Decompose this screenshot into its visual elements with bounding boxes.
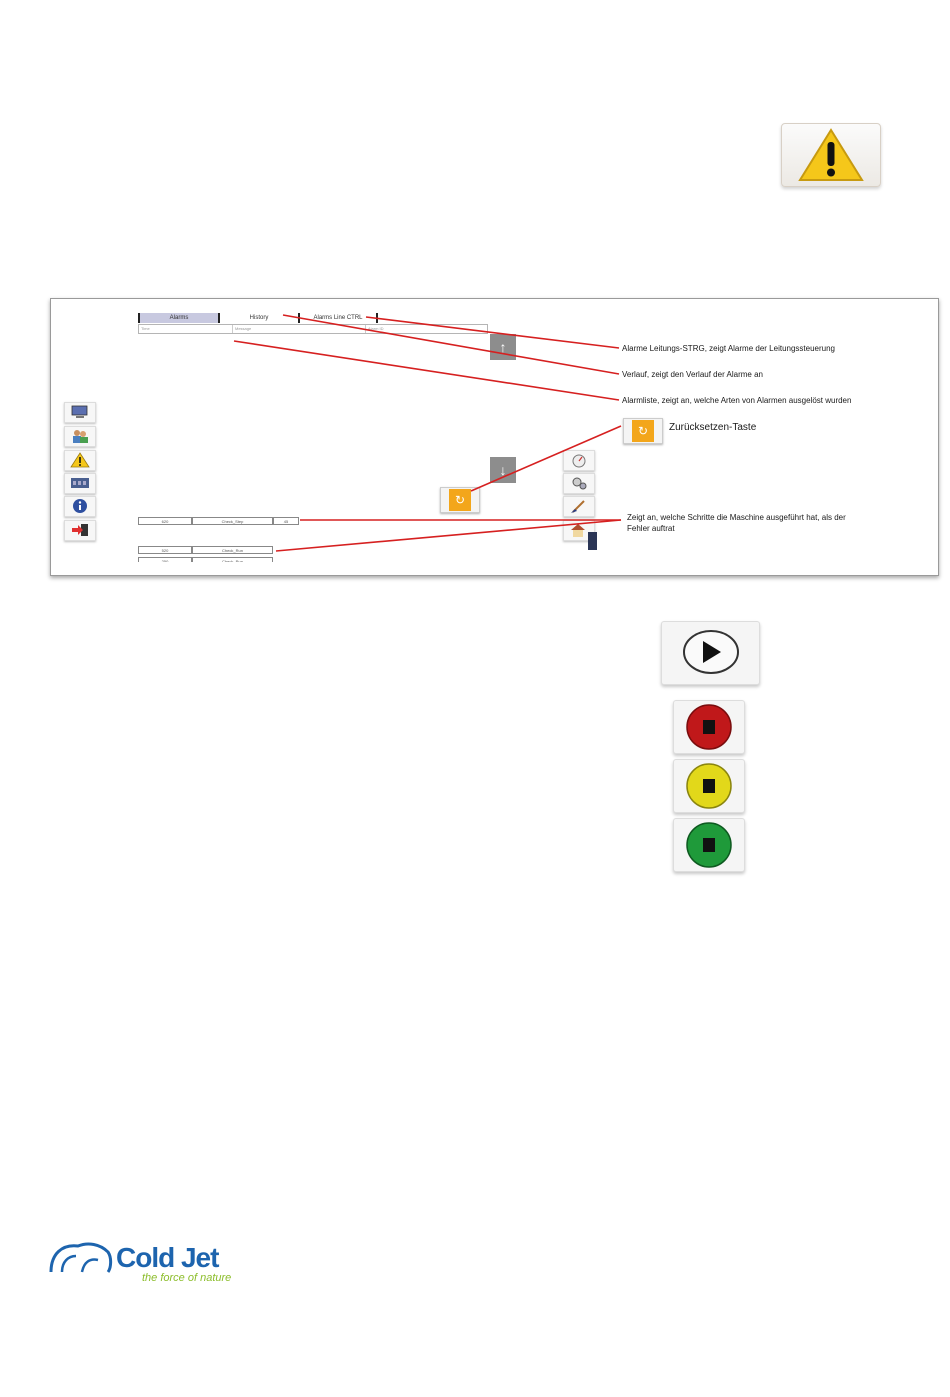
tab-history[interactable]: History (218, 313, 298, 323)
tab-alarms-line-ctrl[interactable]: Alarms Line CTRL (298, 313, 378, 323)
scroll-down-button[interactable]: ↓ (490, 457, 516, 483)
step-name: Check_Run (192, 546, 273, 554)
scroll-up-button[interactable]: ↑ (490, 334, 516, 360)
step-name: Check_Step (192, 517, 273, 525)
column-alarm-id: Alarm ID (368, 326, 384, 331)
step-number: 620 (138, 517, 192, 525)
alarm-screen-screenshot: Alarms History Alarms Line CTRL Time Mes… (50, 298, 939, 576)
reset-button-legend: ↻ (623, 418, 663, 444)
plc-icon (588, 532, 597, 550)
step-number: 250 (138, 557, 192, 562)
annotation-steps: Zeigt an, welche Schritte die Maschine a… (627, 513, 846, 533)
cold-jet-logo: Cold Jet the force of nature (48, 1238, 248, 1293)
step-number: 520 (138, 546, 192, 554)
logo-tagline: the force of nature (142, 1272, 232, 1284)
alarm-warning-icon (781, 123, 881, 187)
step-value: 45 (273, 517, 299, 525)
monitor-icon[interactable] (64, 402, 96, 423)
logo-name: Cold Jet (116, 1242, 219, 1273)
reset-icon: ↻ (632, 420, 654, 442)
reset-icon: ↻ (449, 489, 471, 511)
exit-icon[interactable] (64, 520, 96, 541)
alarm-tabs: Alarms History Alarms Line CTRL (138, 313, 378, 323)
warning-icon[interactable] (64, 450, 96, 471)
stop-green-button[interactable] (673, 818, 745, 872)
step-name: Check_Run (192, 557, 273, 562)
annotation-alarm-list: Alarmliste, zeigt an, welche Arten von A… (622, 396, 852, 405)
annotation-history: Verlauf, zeigt den Verlauf der Alarme an (622, 370, 763, 379)
stop-red-button[interactable] (673, 700, 745, 754)
step-row: 620 Check_Step 45 (138, 517, 299, 525)
info-icon[interactable] (64, 496, 96, 517)
gauge-icon[interactable] (563, 450, 595, 471)
column-time: Time (139, 325, 233, 333)
reset-button[interactable]: ↻ (440, 487, 480, 513)
play-button[interactable] (661, 621, 760, 685)
step-row: 250 Check_Run (138, 557, 273, 562)
brush-icon[interactable] (563, 496, 595, 517)
annotation-reset: Zurücksetzen-Taste (669, 422, 757, 433)
logo-mark (49, 1242, 113, 1273)
alarm-list-header: Time Message Alarm ID (138, 324, 488, 334)
stop-yellow-button[interactable] (673, 759, 745, 813)
control-panel-icon[interactable] (64, 473, 96, 494)
annotation-line-ctrl: Alarme Leitungs-STRG, zeigt Alarme der L… (622, 344, 835, 353)
users-icon[interactable] (64, 426, 96, 447)
step-row: 520 Check_Run (138, 546, 273, 554)
settings-icon[interactable] (563, 473, 595, 494)
column-message: Message (233, 325, 366, 333)
tab-alarms[interactable]: Alarms (138, 313, 218, 323)
